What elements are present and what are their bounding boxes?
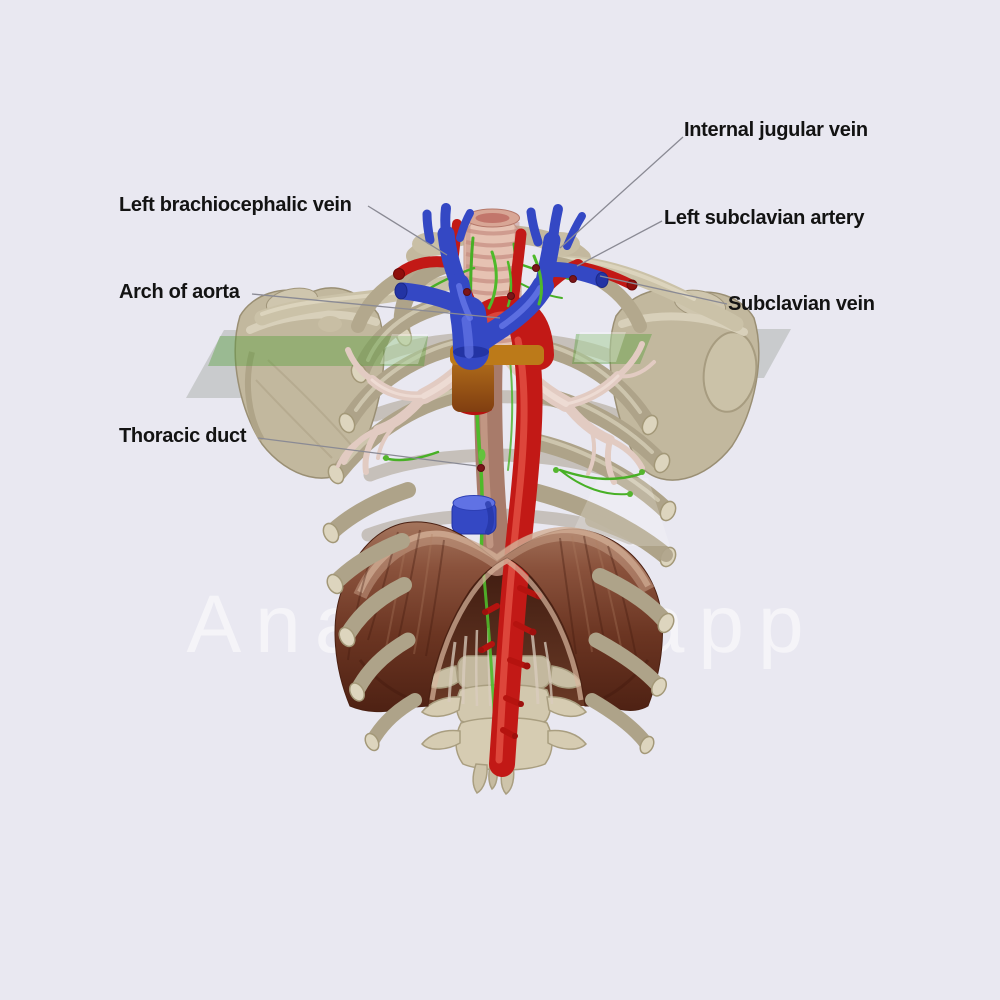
veins	[394, 203, 609, 535]
leader-line-left-subclavian-artery	[576, 220, 663, 267]
leader-line-thoracic-duct	[257, 437, 478, 467]
leader-line-arch-of-aorta	[251, 293, 501, 319]
label-subclavian-vein: Subclavian vein	[728, 293, 875, 315]
leader-line-left-brachiocephalic-vein	[367, 205, 448, 256]
label-arch-of-aorta: Arch of aorta	[119, 281, 240, 303]
inferior-vena-cava-stump	[451, 495, 497, 535]
leader-line-internal-jugular-vein	[559, 136, 684, 249]
leader-lines	[251, 136, 728, 467]
diaphragm	[334, 521, 663, 713]
leader-line-subclavian-vein	[599, 275, 728, 305]
label-thoracic-duct: Thoracic duct	[119, 425, 247, 447]
label-left-subclavian-artery: Left subclavian artery	[664, 207, 865, 229]
watermark-logo-crossbar	[208, 332, 670, 546]
lymph-nodes	[463, 250, 577, 472]
label-left-brachiocephalic-vein: Left brachiocephalic vein	[119, 194, 352, 216]
crura-strands	[447, 627, 554, 707]
rib-cage-lower	[326, 533, 675, 755]
label-internal-jugular-vein: Internal jugular vein	[684, 119, 868, 141]
